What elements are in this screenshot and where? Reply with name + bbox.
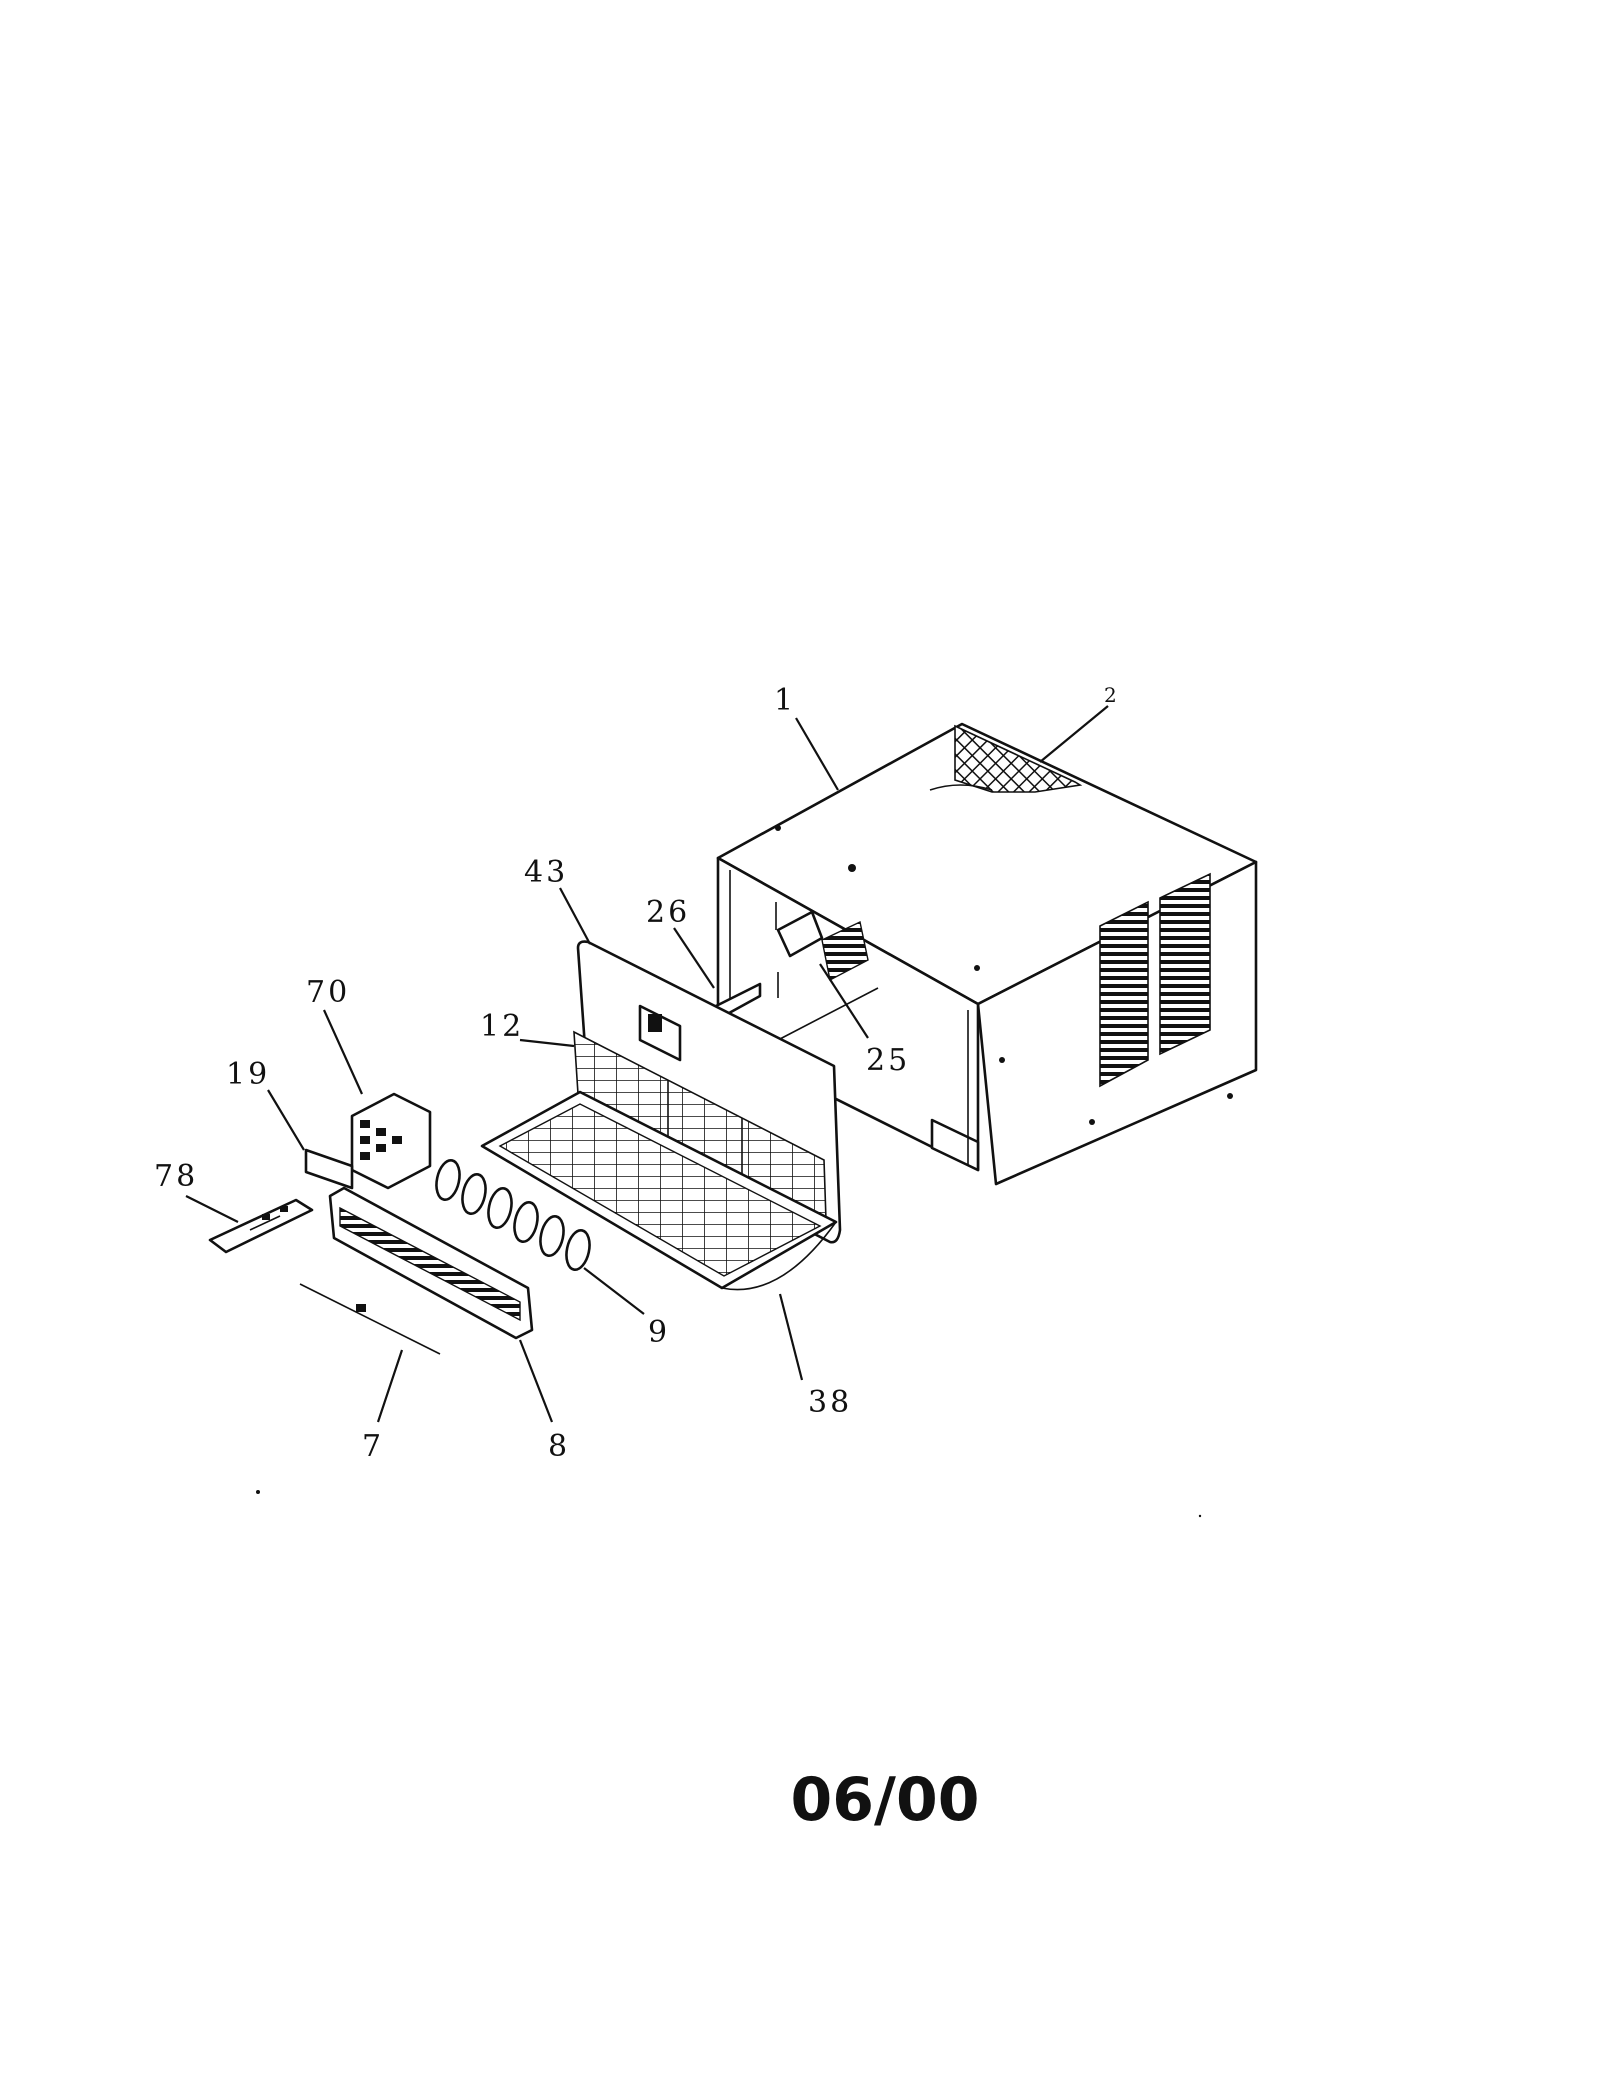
callout-12: 12 [480,1009,524,1044]
callout-26: 26 [646,895,690,930]
tear-line [929,784,993,791]
callout-78: 78 [154,1159,198,1194]
remote-78 [208,1198,314,1254]
side-louver-left [1099,900,1149,1088]
top-mesh-grille [954,724,1083,793]
date-code: 06/00 [790,1765,980,1835]
scan-dot [256,1490,260,1494]
callout-9: 9 [648,1315,670,1350]
rail-7 [299,1283,441,1355]
callout-7: 7 [362,1429,384,1464]
callout-38: 38 [808,1385,852,1420]
front-panel [480,940,842,1291]
front-grille [299,1186,534,1355]
callout-43: 43 [524,855,568,890]
leader-lines [185,705,1109,1423]
label-19 [304,1148,354,1190]
cabinet-base-rail [930,1118,980,1172]
callout-1: 1 [774,683,796,718]
side-louver-right [1159,872,1211,1056]
callout-19: 19 [226,1057,270,1092]
callout-labels: 1 2 43 26 25 70 12 19 78 9 38 7 8 [154,683,1120,1464]
control-panel [304,1092,432,1190]
callout-25: 25 [866,1043,910,1078]
remote-control [208,1198,314,1254]
callout-2: 2 [1104,683,1120,707]
scan-dot [1198,1514,1202,1518]
callout-8: 8 [548,1429,570,1464]
louver-set [435,1159,591,1271]
callout-70: 70 [306,975,350,1010]
bracket-25 [776,910,824,958]
